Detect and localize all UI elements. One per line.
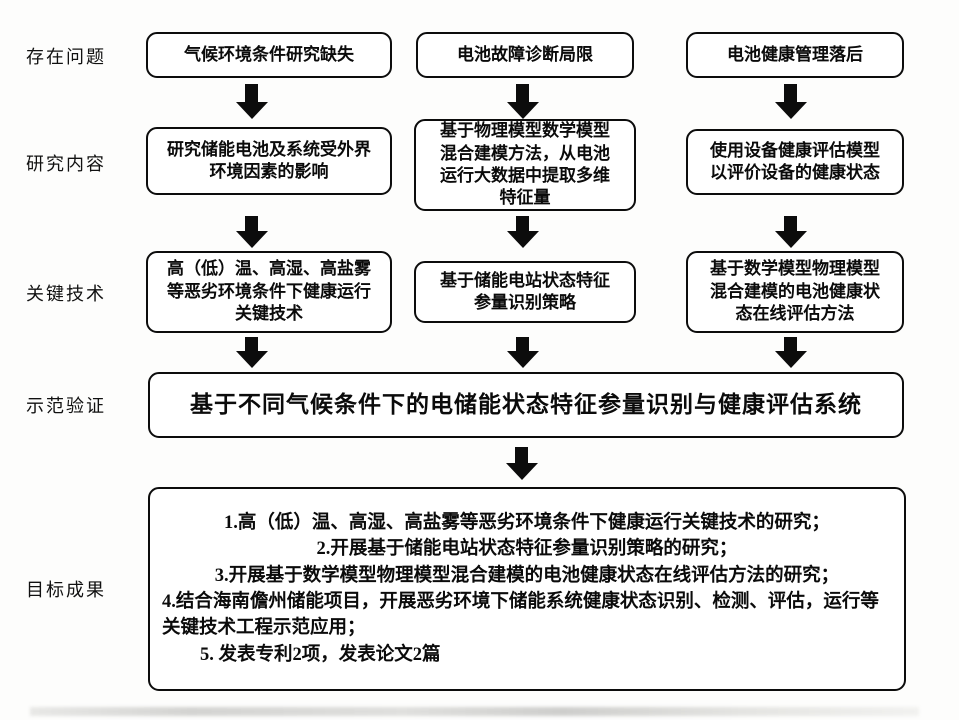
problem-box-climate: 气候环境条件研究缺失 <box>146 32 392 78</box>
goals-box: 1.高（低）温、高湿、高盐雾等恶劣环境条件下健康运行关键技术的研究； 2.开展基… <box>148 487 906 691</box>
row-label-problems: 存在问题 <box>26 47 106 67</box>
down-arrow <box>245 84 258 102</box>
row-label-contents: 研究内容 <box>26 154 106 174</box>
content-box-environment: 研究储能电池及系统受外界环境因素的影响 <box>146 127 392 195</box>
goal-item-2: 2.开展基于储能电站状态特征参量识别策略的研究； <box>316 539 738 560</box>
goal-item-1: 1.高（低）温、高湿、高盐雾等恶劣环境条件下健康运行关键技术的研究； <box>224 513 830 534</box>
down-arrow <box>516 216 529 231</box>
down-arrow <box>245 216 258 231</box>
down-arrow <box>245 337 258 351</box>
content-box-evaluation: 使用设备健康评估模型以评价设备的健康状态 <box>686 129 904 195</box>
technology-box-parameter-id: 基于储能电站状态特征参量识别策略 <box>414 261 636 323</box>
problem-box-management: 电池健康管理落后 <box>686 32 904 78</box>
row-label-demonstration: 示范验证 <box>26 396 106 416</box>
technology-box-online-evaluation: 基于数学模型物理模型混合建模的电池健康状态在线评估方法 <box>686 251 904 333</box>
technology-box-harsh-environment: 高（低）温、高湿、高盐雾等恶劣环境条件下健康运行关键技术 <box>146 251 392 333</box>
down-arrow <box>784 216 797 231</box>
problem-box-diagnosis: 电池故障诊断局限 <box>416 32 634 78</box>
down-arrow <box>515 447 528 463</box>
down-arrow <box>784 337 797 351</box>
row-label-goals: 目标成果 <box>26 580 106 600</box>
scan-artifact <box>30 707 919 716</box>
demonstration-box: 基于不同气候条件下的电储能状态特征参量识别与健康评估系统 <box>148 372 904 438</box>
goal-item-3: 3.开展基于数学模型物理模型混合建模的电池健康状态在线评估方法的研究； <box>214 565 840 586</box>
goal-item-4: 4.结合海南儋州储能项目，开展恶劣环境下储能系统健康状态识别、检测、评估，运行等… <box>162 592 879 639</box>
down-arrow <box>516 337 529 351</box>
goal-item-5: 5. 发表专利2项，发表论文2篇 <box>200 644 441 665</box>
row-label-technologies: 关键技术 <box>26 284 106 304</box>
content-box-modeling: 基于物理模型数学模型混合建模方法，从电池运行大数据中提取多维特征量 <box>414 119 636 211</box>
down-arrow <box>516 84 529 102</box>
down-arrow <box>784 84 797 102</box>
